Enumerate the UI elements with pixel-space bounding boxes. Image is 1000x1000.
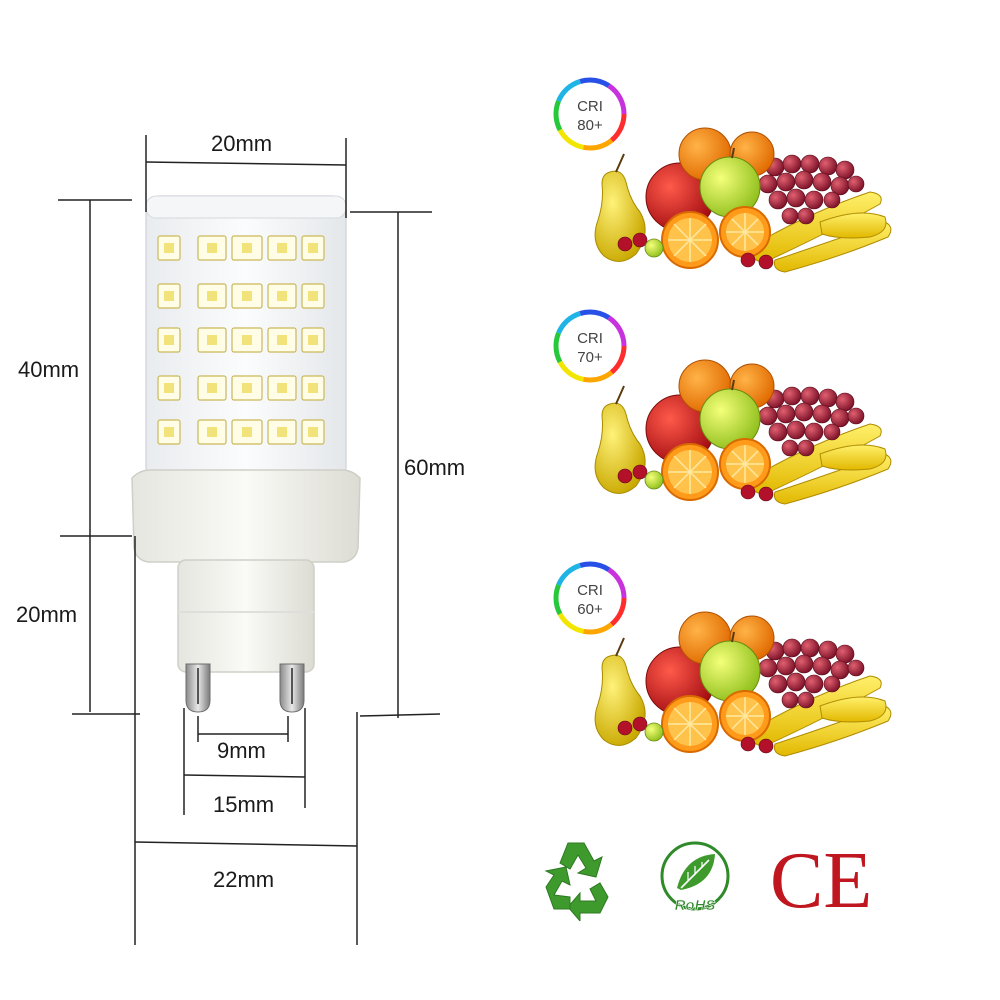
- led-phosphor: [207, 291, 217, 301]
- ce-mark-icon: CE: [770, 837, 872, 921]
- led-phosphor: [308, 427, 318, 437]
- cri-badge-value: 60+: [577, 601, 603, 618]
- led-phosphor: [207, 383, 217, 393]
- led-phosphor: [207, 335, 217, 345]
- ceramic-base: [131, 469, 361, 673]
- led-phosphor: [242, 383, 252, 393]
- cri-panel-80: CRI 80+: [540, 72, 900, 287]
- g9-pins: [185, 663, 305, 713]
- base-width-label: 22mm: [213, 867, 275, 892]
- fruit-illustration: CRI 80+: [553, 77, 892, 273]
- fruit-pile: [594, 127, 892, 273]
- led-phosphor: [164, 243, 174, 253]
- led-phosphor: [277, 383, 287, 393]
- led-phosphor: [308, 383, 318, 393]
- rohs-icon: RoHS: [660, 841, 730, 914]
- led-phosphor: [164, 383, 174, 393]
- led-phosphor: [207, 243, 217, 253]
- cri-badge: CRI 60+: [553, 561, 627, 635]
- led-phosphor: [164, 427, 174, 437]
- led-chip-grid: [157, 235, 325, 445]
- bulb-dimension-drawing: [58, 135, 441, 945]
- cri-badge-value: 80+: [577, 117, 603, 134]
- led-phosphor: [308, 335, 318, 345]
- led-phosphor: [277, 427, 287, 437]
- cri-panel-60: CRI 60+: [540, 556, 900, 771]
- led-phosphor: [308, 243, 318, 253]
- pin-spacing-label: 9mm: [217, 738, 266, 763]
- cri-badge: CRI 80+: [553, 77, 627, 151]
- cri-badge-label: CRI: [577, 582, 603, 599]
- pin-outer-label: 15mm: [213, 792, 275, 817]
- led-phosphor: [277, 291, 287, 301]
- led-phosphor: [164, 335, 174, 345]
- led-phosphor: [277, 335, 287, 345]
- bulb-body: [145, 195, 347, 482]
- top-width-label: 20mm: [211, 131, 273, 156]
- cri-badge-label: CRI: [577, 98, 603, 115]
- ce-mark-text: CE: [770, 837, 872, 921]
- cri-badge-value: 70+: [577, 349, 603, 366]
- led-phosphor: [308, 291, 318, 301]
- cri-badge: CRI 70+: [553, 309, 627, 383]
- led-phosphor: [242, 427, 252, 437]
- base-height-label: 20mm: [16, 602, 78, 627]
- led-phosphor: [164, 291, 174, 301]
- led-phosphor: [277, 243, 287, 253]
- fruit-illustration: CRI 70+: [553, 309, 892, 505]
- fruit-pile: [594, 359, 892, 505]
- total-height-label: 60mm: [404, 455, 466, 480]
- rohs-label: RoHS: [675, 897, 716, 914]
- led-phosphor: [242, 291, 252, 301]
- fruit-illustration: CRI 60+: [553, 561, 892, 757]
- cri-badge-label: CRI: [577, 330, 603, 347]
- led-phosphor: [242, 243, 252, 253]
- body-height-label: 40mm: [18, 357, 80, 382]
- dimension-lines: [58, 135, 441, 945]
- fruit-pile: [594, 611, 892, 757]
- led-phosphor: [242, 335, 252, 345]
- led-phosphor: [207, 427, 217, 437]
- recycle-icon: [544, 842, 609, 921]
- cri-panel-70: CRI 70+: [540, 304, 900, 519]
